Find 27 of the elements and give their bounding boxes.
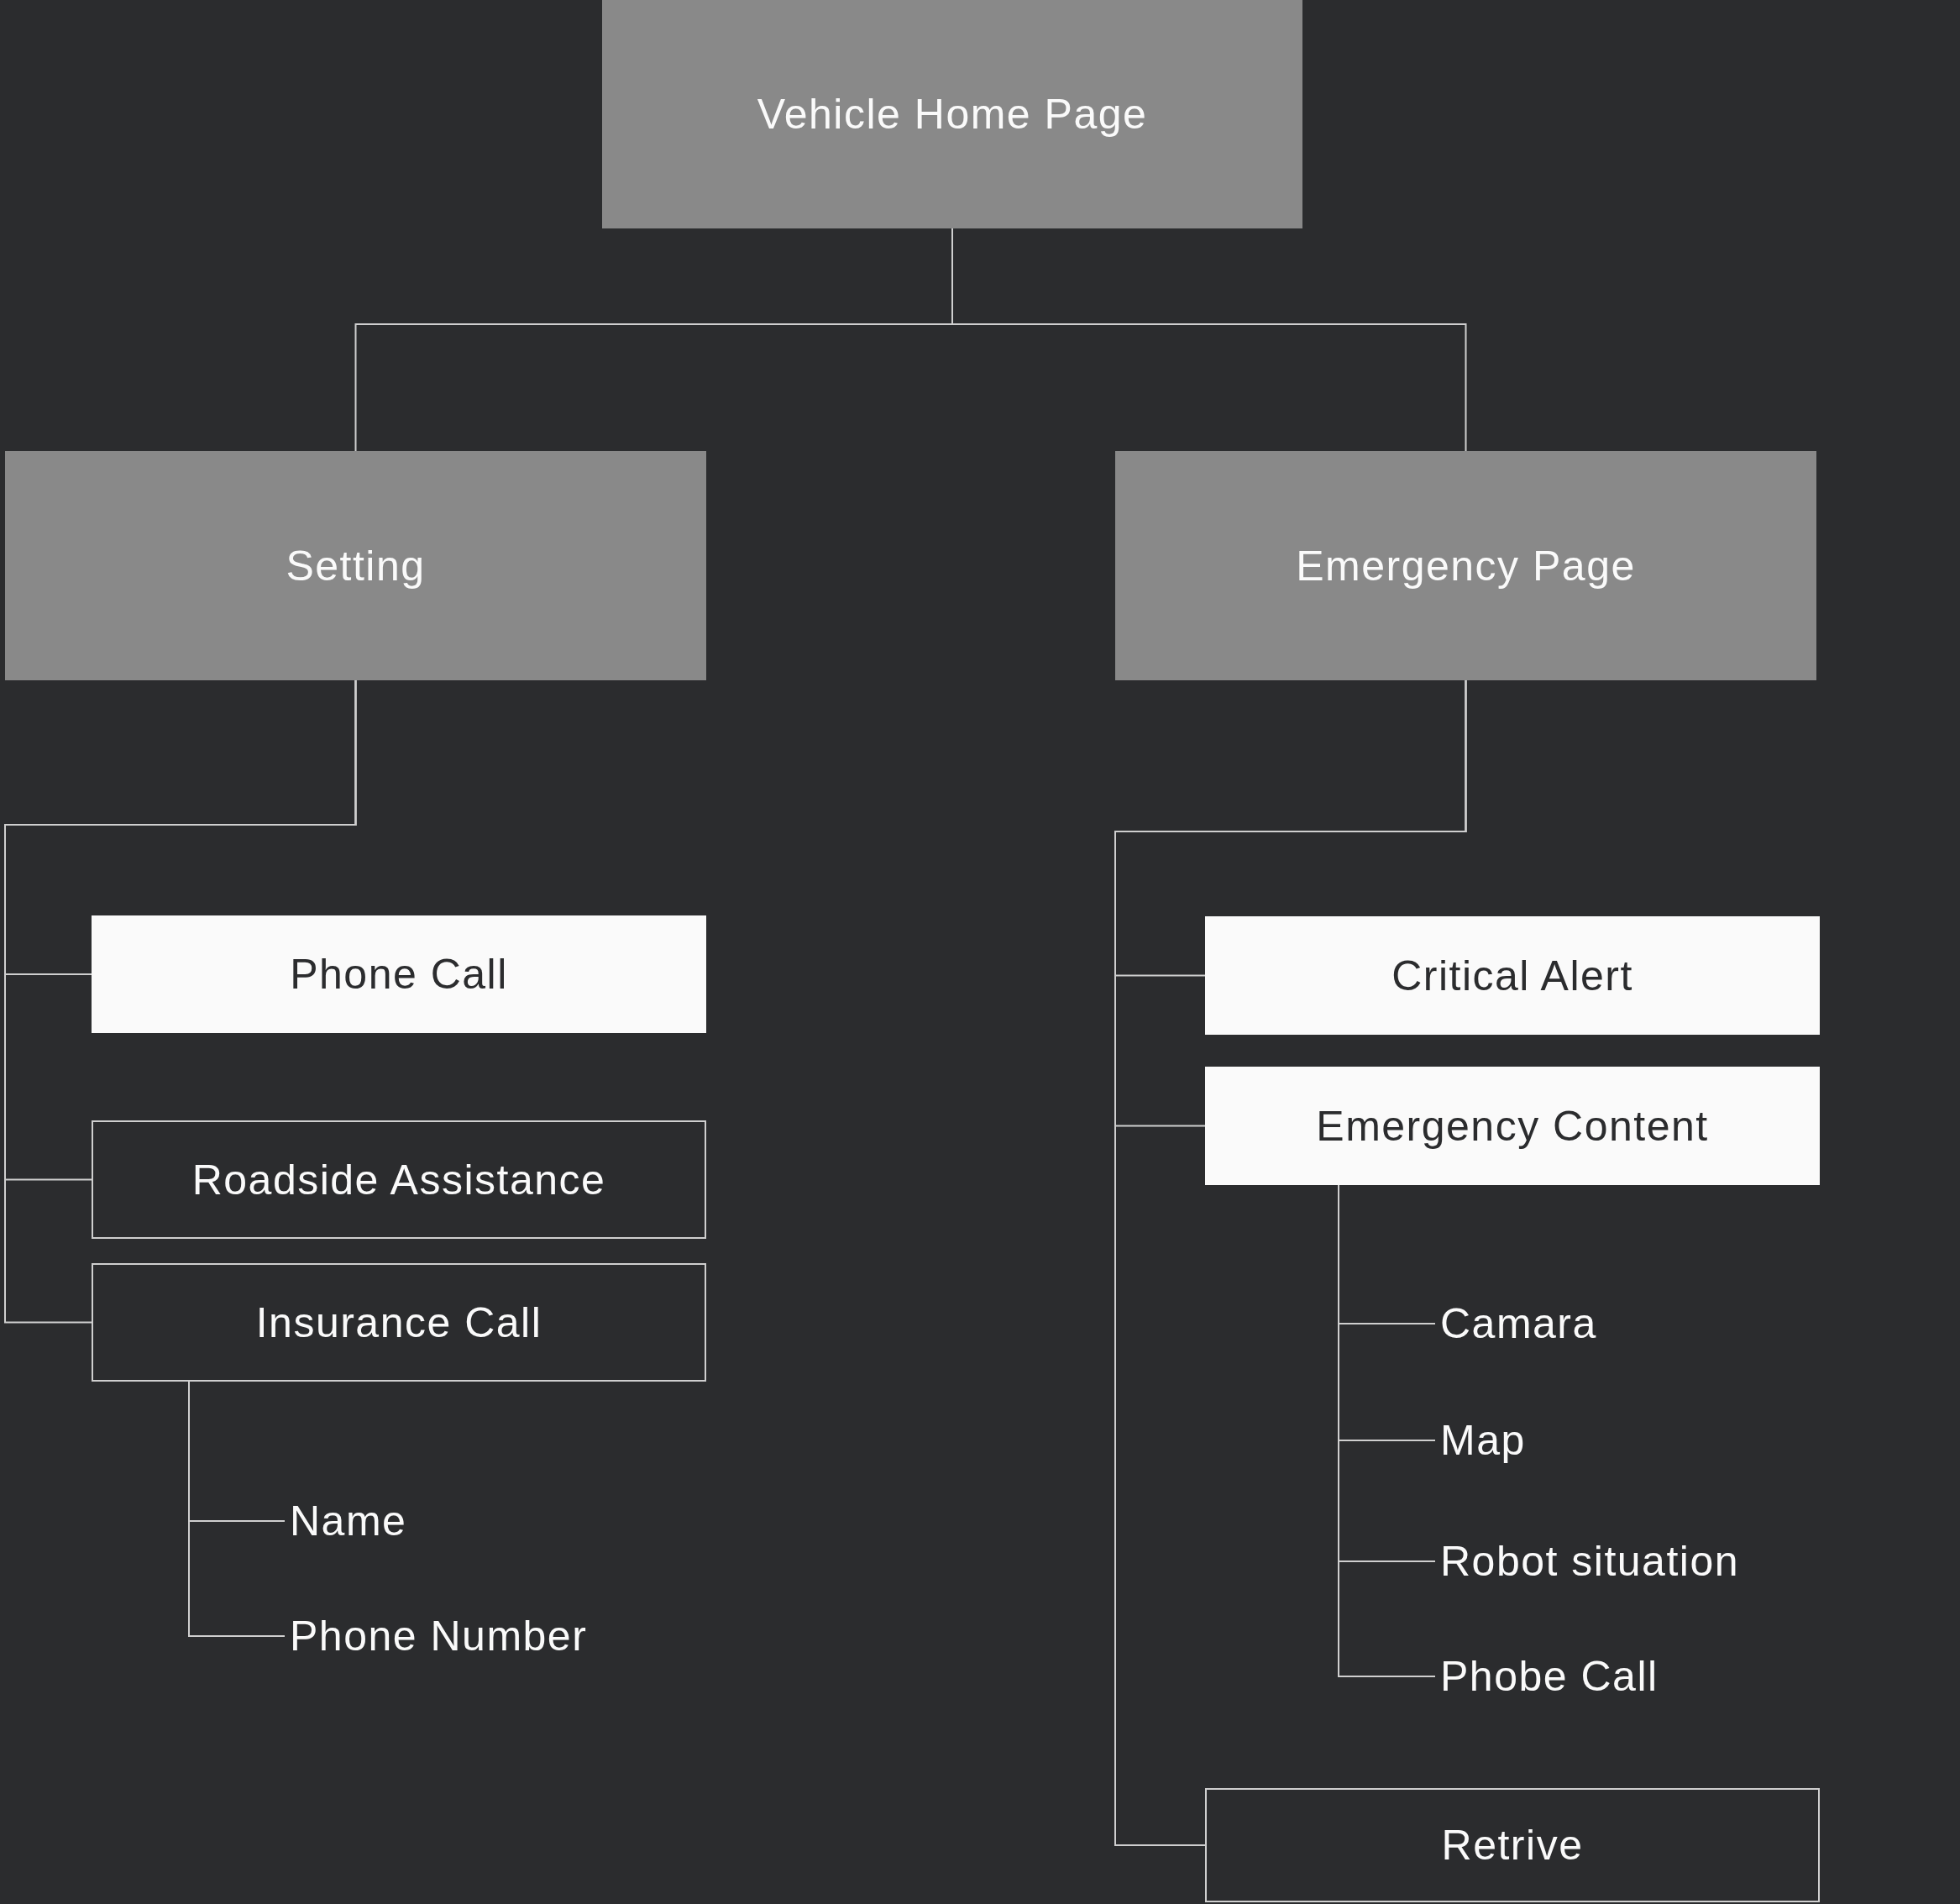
connector-line (188, 1381, 286, 1637)
box-label: Insurance Call (255, 1298, 542, 1347)
page-box (5, 451, 706, 680)
section-box (1205, 1788, 1820, 1902)
page-box (602, 0, 1302, 228)
box-label: Retrive (1441, 1821, 1584, 1870)
section-box (1205, 1067, 1820, 1185)
box-label: Emergency Content (1316, 1101, 1709, 1151)
item-text: Robot situation (1440, 1532, 1740, 1591)
box-label: Setting (286, 541, 426, 590)
connector-line (4, 679, 357, 1324)
item-text: Camara (1440, 1294, 1597, 1353)
section-box (92, 915, 706, 1033)
box-label: Critical Alert (1391, 951, 1633, 1000)
item-text: Phone Number (290, 1607, 588, 1665)
box-label: Phone Call (290, 950, 508, 999)
box-label: Emergency Page (1296, 541, 1636, 590)
page-box (1115, 451, 1816, 680)
item-text: Map (1440, 1411, 1526, 1470)
section-box (92, 1120, 706, 1239)
connector-line (1114, 679, 1467, 1846)
section-box (1205, 916, 1820, 1035)
section-box (92, 1263, 706, 1382)
item-text: Name (290, 1492, 407, 1550)
box-label: Vehicle Home Page (757, 90, 1148, 139)
item-text: Phobe Call (1440, 1647, 1659, 1706)
box-label: Roadside Assistance (191, 1155, 606, 1204)
